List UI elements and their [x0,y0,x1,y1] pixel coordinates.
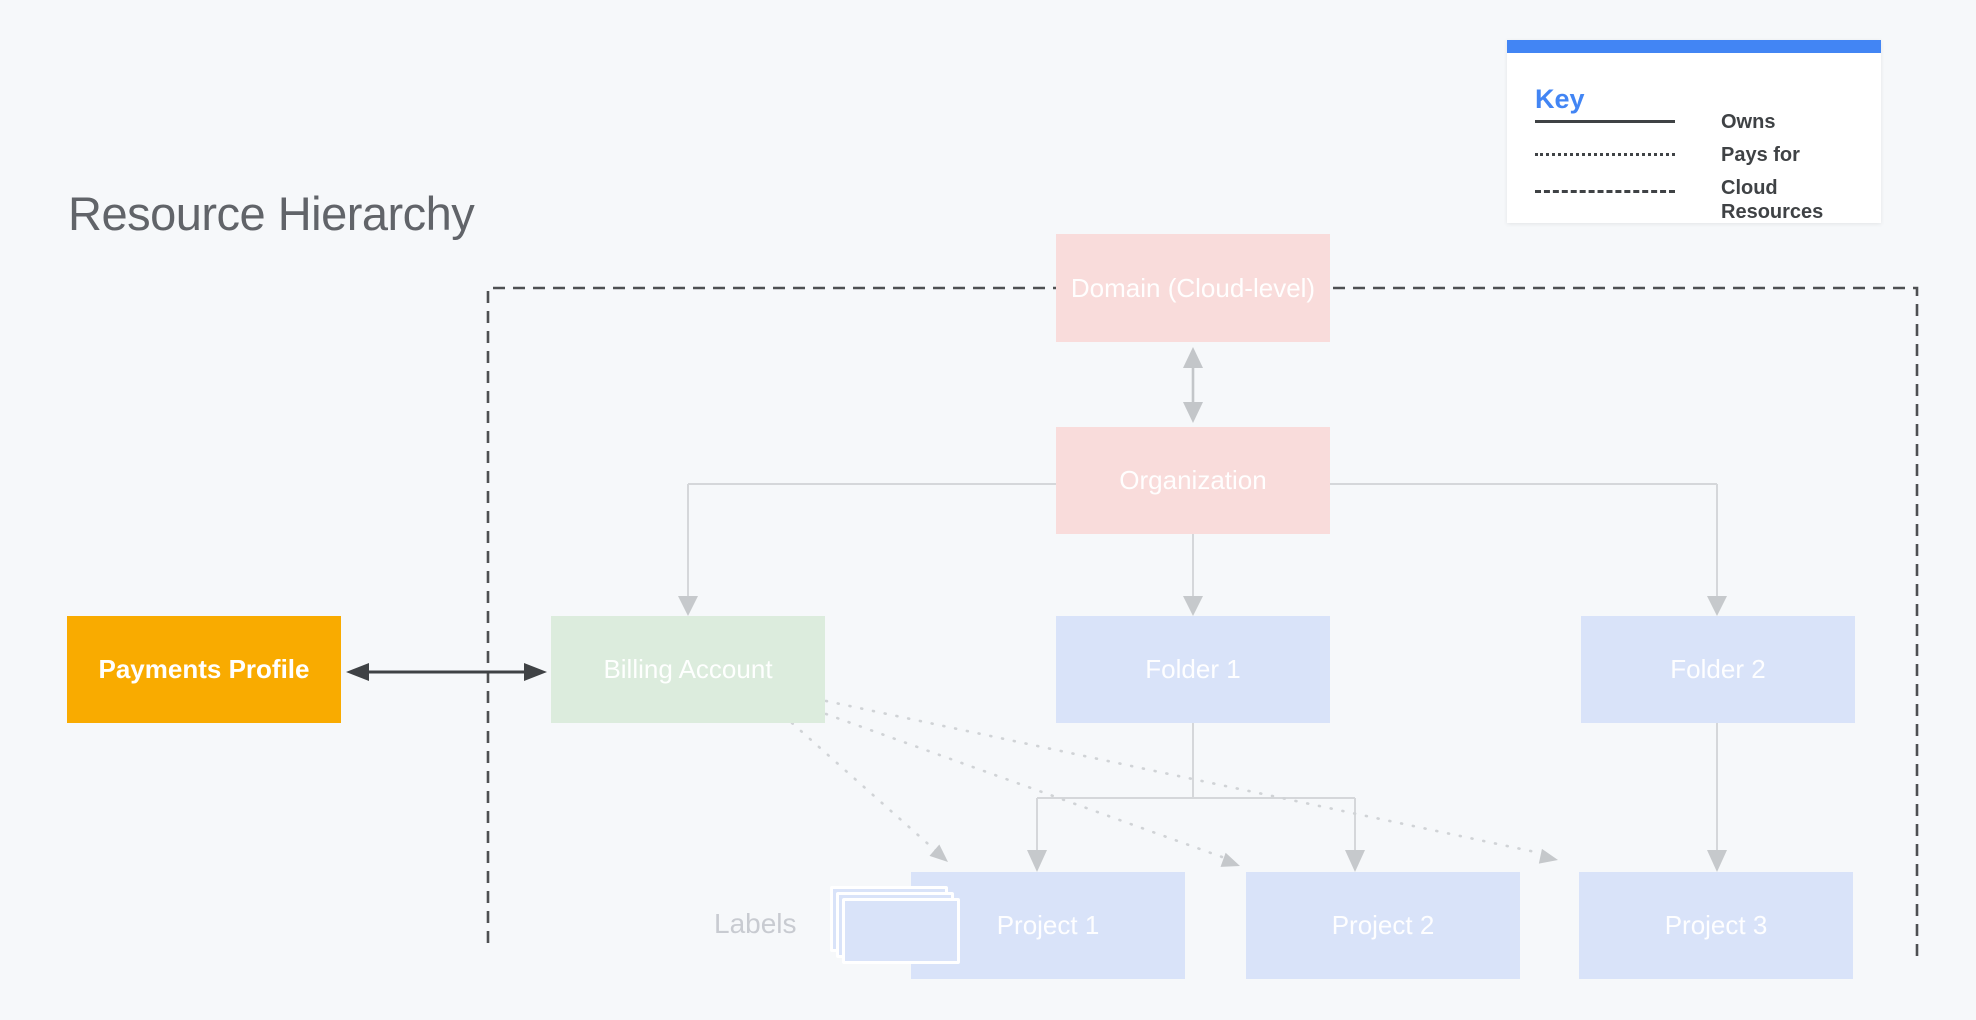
node-folder-1: Folder 1 [1056,616,1330,723]
legend-label-cloud-resources: Cloud Resources [1721,177,1824,223]
node-billing-account-label: Billing Account [603,654,773,684]
node-folder-1-label: Folder 1 [1145,654,1241,684]
bidirectional-arrow-domain-organization [1183,347,1203,423]
legend-label-owns: Owns [1721,111,1776,133]
legend-heading: Key [1535,84,1585,114]
labels-stack-icon [830,886,962,966]
legend-key-box: Key Owns Pays for Cloud Resources [1507,40,1881,223]
node-folder-2-label: Folder 2 [1670,654,1766,684]
node-billing-account: Billing Account [551,616,825,723]
legend-dotted-line-sample [1535,153,1675,156]
legend-label-pays-for: Pays for [1721,144,1800,166]
labels-caption: Labels [714,908,797,939]
legend-dashed-line-sample [1535,190,1675,193]
node-project-1-label: Project 1 [996,910,1100,940]
node-project-2-label: Project 2 [1331,910,1435,940]
node-domain: Domain (Cloud-level) [1056,234,1330,342]
pays-for-connector-lines [790,699,1542,859]
node-project-3-label: Project 3 [1664,910,1768,940]
node-payments-profile: Payments Profile [67,616,341,723]
node-folder-2: Folder 2 [1581,616,1855,723]
owns-arrowheads [678,596,1727,872]
node-organization-label: Organization [1119,465,1267,495]
bidirectional-arrow-payments-billing [346,663,547,681]
legend-accent-bar [1507,40,1881,53]
page-title: Resource Hierarchy [68,187,475,240]
node-organization: Organization [1056,427,1330,534]
pays-for-arrowheads [929,844,1558,867]
labels-card-front [842,898,960,964]
legend-solid-line-sample [1535,120,1675,123]
node-payments-profile-label: Payments Profile [98,654,310,684]
node-project-3: Project 3 [1579,872,1853,979]
node-project-2: Project 2 [1246,872,1520,979]
node-domain-label: Domain (Cloud-level) [1070,272,1316,303]
